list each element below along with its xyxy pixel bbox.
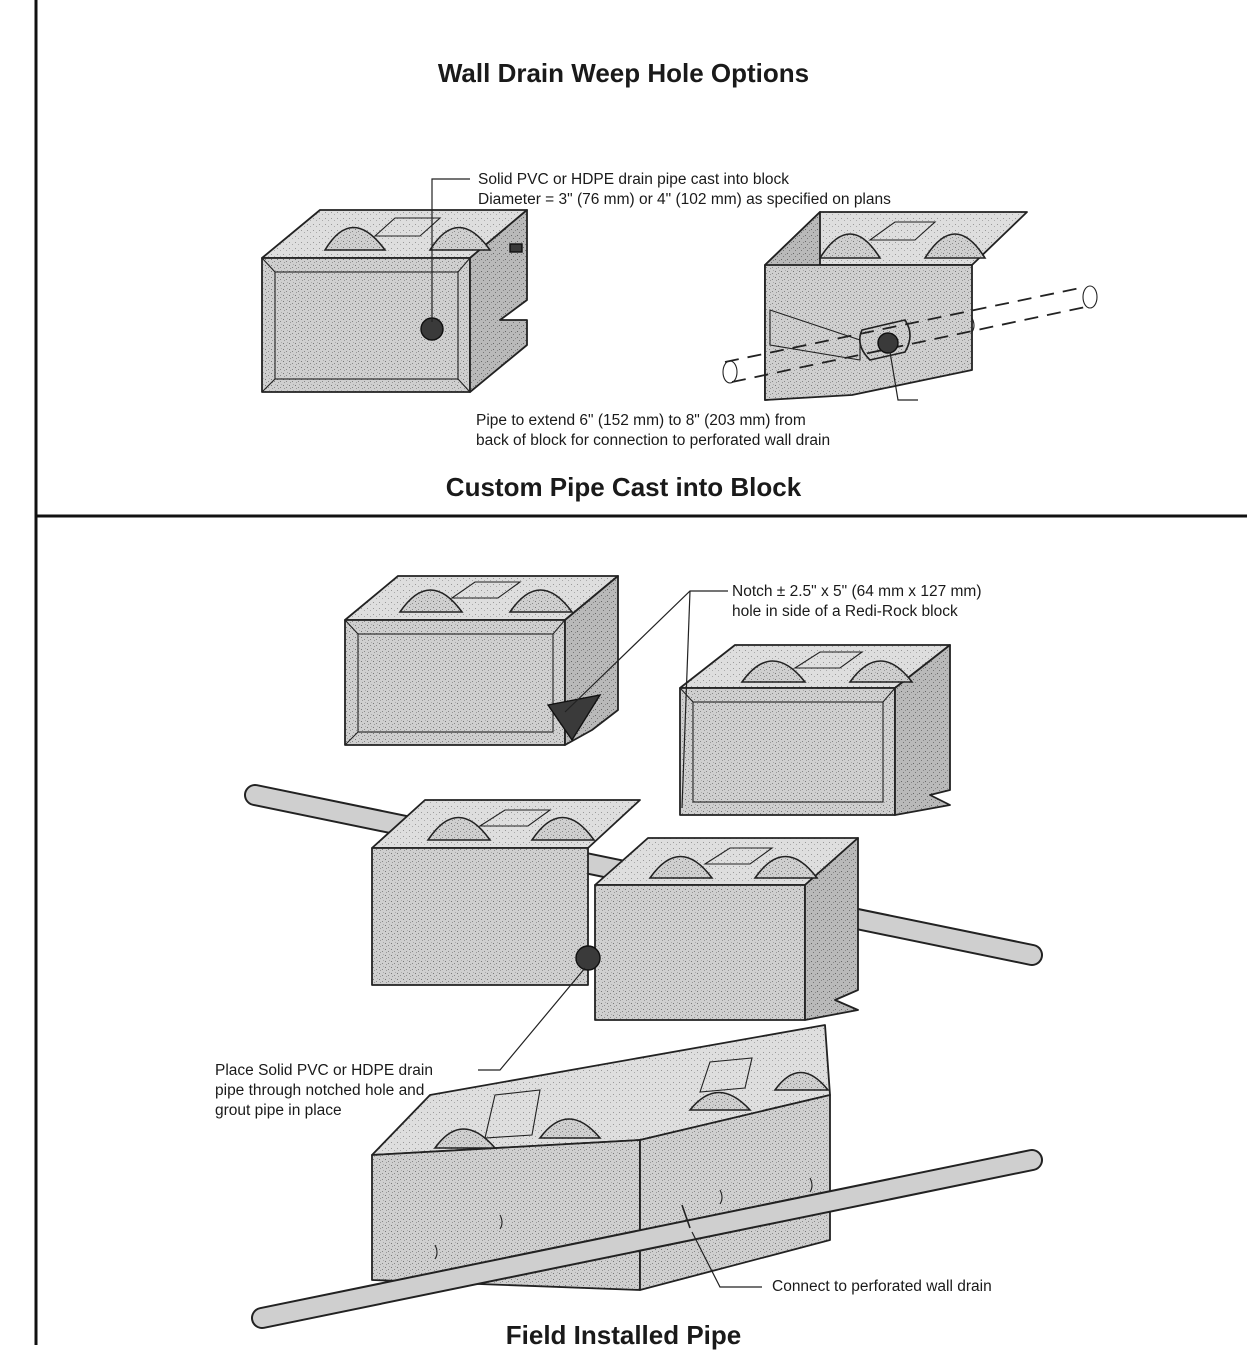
- block-cast-pipe-back: [722, 211, 1098, 401]
- callout-notch-line1: Notch ± 2.5" x 5" (64 mm x 127 mm): [732, 583, 982, 600]
- leader-place-pipe: [478, 967, 586, 1071]
- block-cast-pipe-front: [261, 209, 528, 393]
- leader-connect: [691, 1231, 762, 1288]
- callout-connect: Connect to perforated wall drain: [772, 1277, 992, 1297]
- title-weep-hole-options: Wall Drain Weep Hole Options: [437, 58, 810, 88]
- block-notched-right: [679, 644, 951, 816]
- callout-pipe-extend: Pipe to extend 6" (152 mm) to 8" (203 mm…: [476, 411, 830, 451]
- callout-place-pipe-line1: Place Solid PVC or HDPE drain: [215, 1062, 433, 1079]
- callout-notch: Notch ± 2.5" x 5" (64 mm x 127 mm) hole …: [732, 582, 982, 622]
- callout-solid-pipe-line1: Solid PVC or HDPE drain pipe cast into b…: [478, 171, 790, 188]
- callout-place-pipe-line2: pipe through notched hole and: [215, 1082, 425, 1099]
- callout-place-pipe: Place Solid PVC or HDPE drain pipe throu…: [215, 1061, 433, 1121]
- leader-solid-pipe: [431, 178, 470, 322]
- callout-place-pipe-line3: grout pipe in place: [215, 1102, 342, 1119]
- title-field-installed: Field Installed Pipe: [505, 1320, 742, 1350]
- leader-pipe-extend: [889, 351, 918, 401]
- block-notched-left: [344, 575, 619, 746]
- title-custom-pipe: Custom Pipe Cast into Block: [445, 472, 802, 502]
- callout-solid-pipe-line2: Diameter = 3" (76 mm) or 4" (102 mm) as …: [478, 191, 891, 208]
- blocks-with-pipe-through: [244, 784, 1043, 1021]
- blocks-field-installed: [251, 1024, 1043, 1329]
- callout-connect-line1: Connect to perforated wall drain: [772, 1278, 992, 1295]
- callout-pipe-extend-line2: back of block for connection to perforat…: [476, 432, 831, 449]
- callout-solid-pipe: Solid PVC or HDPE drain pipe cast into b…: [478, 170, 891, 210]
- callout-pipe-extend-line1: Pipe to extend 6" (152 mm) to 8" (203 mm…: [476, 412, 806, 429]
- callout-notch-line2: hole in side of a Redi-Rock block: [732, 603, 958, 620]
